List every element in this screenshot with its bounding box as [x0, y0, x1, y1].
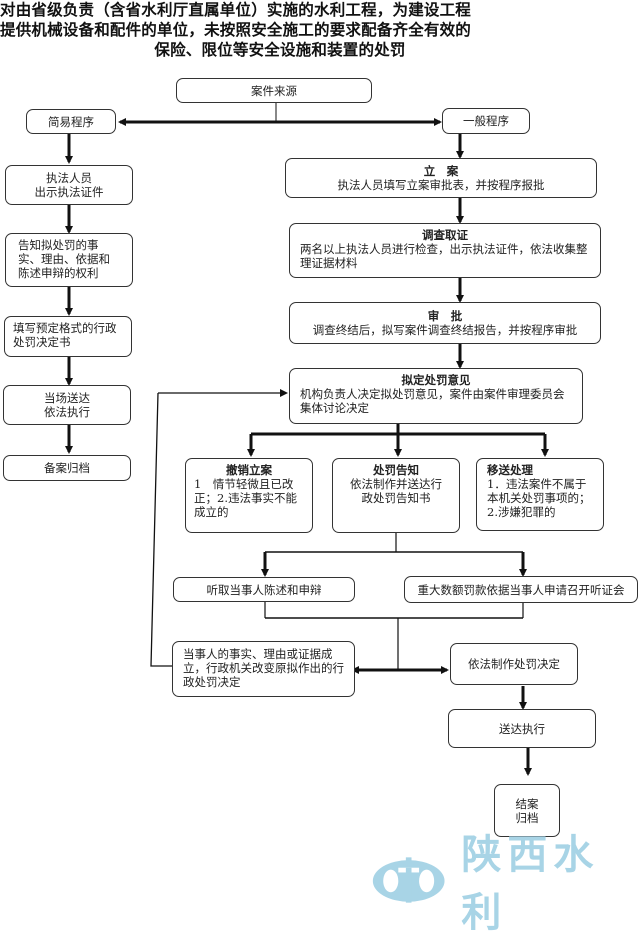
node-label-line2: 出示执法证件	[34, 185, 104, 199]
node-heading: 立 案	[423, 164, 459, 178]
page-title: 对由省级负责（含省水利厅直属单位）实施的水利工程，为建设工程 提供机械设备和配件…	[0, 0, 560, 60]
node-show-id: 执法人员 出示执法证件	[5, 165, 133, 205]
node-approve: 审 批 调查终结后，拟写案件调查终结报告，并按程序审批	[289, 302, 601, 344]
node-body: 调查终结后，拟写案件调查终结报告，并按程序审批	[312, 323, 578, 337]
node-body: 两名以上执法人员进行检查，出示执法证件，依法收集整理证据材料	[300, 242, 588, 270]
node-label: 听取当事人陈述和申辩	[206, 582, 322, 597]
node-label-line1: 当场送达	[44, 391, 90, 405]
node-body: 机构负责人决定拟处罚意见，案件由案件审理委员会集体讨论决定	[300, 387, 565, 415]
node-simple-procedure: 简易程序	[26, 109, 116, 134]
node-general-procedure: 一般程序	[442, 108, 530, 134]
node-investigate: 调查取证 两名以上执法人员进行检查，出示执法证件，依法收集整理证据材料	[289, 223, 601, 278]
node-body-item-1: 1．违法案件不属于本机关处罚事项的；	[487, 477, 591, 505]
node-label-line1: 执法人员	[46, 171, 92, 185]
node-label: 重大数额罚款依据当事人申请召开听证会	[417, 582, 625, 597]
node-filing: 立 案 执法人员填写立案审批表，并按程序报批	[285, 158, 597, 198]
node-transfer: 移送处理 1．违法案件不属于本机关处罚事项的； 2.涉嫌犯罪的	[476, 458, 604, 531]
node-fill-decision-form: 填写预定格式的行政处罚决定书	[4, 316, 132, 357]
node-close-archive: 结案 归档	[494, 784, 560, 837]
node-label-line2: 依法执行	[44, 405, 90, 419]
node-label-line2: 归档	[515, 810, 539, 825]
node-heading: 拟定处罚意见	[401, 373, 471, 387]
node-case-source: 案件来源	[176, 78, 372, 103]
node-hear-statement: 听取当事人陈述和申辩	[173, 577, 355, 602]
node-label: 简易程序	[48, 114, 94, 129]
node-body: 1 情节轻微且已改正；2.违法事实不能成立的	[194, 477, 297, 519]
node-label: 填写预定格式的行政处罚决定书	[13, 321, 117, 349]
node-draft-opinion: 拟定处罚意见 机构负责人决定拟处罚意见，案件由案件审理委员会集体讨论决定	[289, 368, 583, 424]
node-body: 依法制作并送达行政处罚告知书	[350, 477, 442, 505]
node-label: 当事人的事实、理由或证据成立，行政机关改变原拟作出的行政处罚决定	[183, 647, 344, 689]
node-revoke-filing: 撤销立案 1 情节轻微且已改正；2.违法事实不能成立的	[185, 458, 313, 533]
feedback-loop-line	[150, 392, 172, 667]
node-label: 告知拟处罚的事实、理由、依据和陈述申辩的权利	[18, 238, 110, 280]
node-label: 送达执行	[499, 721, 545, 736]
node-heading: 审 批	[427, 309, 463, 323]
flowchart-connectors	[65, 103, 549, 776]
node-heading: 撤销立案	[226, 463, 272, 477]
node-body: 执法人员填写立案审批表，并按程序报批	[337, 178, 545, 192]
water-resources-emblem-icon	[372, 856, 445, 903]
watermark-logo: 陕西水利	[370, 832, 635, 936]
node-archive-simple: 备案归档	[3, 455, 131, 481]
node-deliver-onsite: 当场送达 依法执行	[3, 385, 131, 425]
node-penalty-notice: 处罚告知 依法制作并送达行政处罚告知书	[332, 458, 460, 533]
node-heading: 移送处理	[487, 463, 533, 477]
logo-text: 陕西水利	[461, 831, 600, 936]
node-label: 备案归档	[44, 461, 90, 475]
title-line-1: 对由省级负责（含省水利厅直属单位）实施的水利工程，为建设工程	[0, 1, 472, 19]
title-line-2: 提供机械设备和配件的单位，未按照安全施工的要求配备齐全有效的	[0, 21, 472, 39]
node-change-decision: 当事人的事实、理由或证据成立，行政机关改变原拟作出的行政处罚决定	[172, 641, 355, 697]
node-label: 依法制作处罚决定	[468, 657, 560, 671]
node-heading: 处罚告知	[373, 463, 419, 477]
node-deliver-execute: 送达执行	[448, 709, 596, 748]
node-make-decision: 依法制作处罚决定	[450, 643, 578, 685]
title-line-3: 保险、限位等安全设施和装置的处罚	[154, 41, 406, 59]
node-heading: 调查取证	[422, 228, 468, 242]
node-label: 一般程序	[463, 114, 509, 128]
node-body-item-2: 2.涉嫌犯罪的	[487, 505, 556, 519]
node-label: 案件来源	[251, 83, 297, 98]
node-label-line1: 结案	[515, 796, 539, 811]
node-inform-rights: 告知拟处罚的事实、理由、依据和陈述申辩的权利	[5, 233, 133, 287]
node-hearing: 重大数额罚款依据当事人申请召开听证会	[404, 576, 638, 603]
